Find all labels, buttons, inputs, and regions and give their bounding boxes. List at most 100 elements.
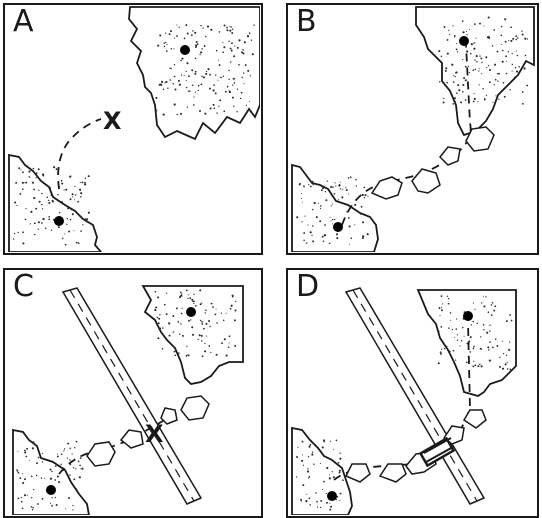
stipple-dot bbox=[176, 113, 179, 116]
stipple-dot bbox=[483, 305, 486, 308]
stipple-dot bbox=[78, 476, 81, 479]
stipple-dot bbox=[178, 83, 181, 86]
stipple-dot bbox=[71, 213, 74, 216]
stipple-dot bbox=[227, 346, 230, 349]
stipple-dot bbox=[36, 176, 38, 178]
stipple-dot bbox=[197, 89, 199, 92]
stipple-dot bbox=[363, 197, 366, 199]
stipple-dot bbox=[455, 48, 458, 51]
stipple-dot bbox=[49, 187, 52, 190]
stipple-dot bbox=[162, 327, 164, 329]
stipple-dot bbox=[35, 177, 37, 179]
stipple-dot bbox=[172, 315, 175, 318]
stipple-dot bbox=[41, 192, 43, 195]
stipple-dot bbox=[72, 484, 74, 487]
stipple-dot bbox=[170, 47, 173, 50]
stipple-dot bbox=[364, 194, 367, 197]
stipple-dot bbox=[12, 238, 15, 240]
stipple-dot bbox=[25, 181, 28, 184]
stipple-dot bbox=[514, 66, 517, 69]
stipple-dot bbox=[232, 84, 234, 86]
stipple-dot bbox=[337, 461, 340, 464]
stipple-dot bbox=[200, 83, 203, 86]
stipple-dot bbox=[217, 59, 219, 61]
stipple-dot bbox=[41, 203, 43, 206]
stipple-dot bbox=[214, 313, 217, 316]
stipple-dot bbox=[37, 168, 40, 171]
stipple-dot bbox=[206, 335, 208, 337]
stipple-dot bbox=[21, 507, 24, 510]
stipple-dot bbox=[168, 334, 171, 337]
stipple-dot bbox=[506, 72, 508, 75]
stipple-dot bbox=[229, 47, 232, 50]
stipple-dot bbox=[523, 67, 526, 70]
stipple-dot bbox=[475, 55, 478, 58]
stipple-dot bbox=[309, 231, 312, 234]
stipple-dot bbox=[328, 474, 330, 476]
stipple-dot bbox=[177, 321, 180, 323]
stipple-dot bbox=[159, 314, 161, 316]
stipple-dot bbox=[494, 78, 497, 81]
stipple-dot bbox=[190, 34, 193, 37]
stipple-dot bbox=[28, 170, 31, 173]
stipple-dot bbox=[479, 55, 481, 57]
stipple-dot bbox=[157, 337, 160, 340]
stipple-dot bbox=[323, 480, 325, 483]
stipple-dot bbox=[63, 450, 65, 452]
stipple-dot bbox=[510, 319, 513, 322]
stipple-dot bbox=[186, 62, 189, 65]
stipple-dot bbox=[163, 303, 166, 306]
stipple-dot bbox=[181, 307, 183, 309]
stipple-dot bbox=[55, 504, 58, 506]
stipple-dot bbox=[456, 92, 458, 94]
stipple-dot bbox=[303, 239, 305, 242]
stipple-dot bbox=[231, 96, 234, 99]
stipple-dot bbox=[510, 39, 513, 42]
stipple-dot bbox=[516, 54, 519, 57]
stipple-dot bbox=[228, 78, 230, 81]
stipple-dot bbox=[50, 194, 53, 197]
stipple-dot bbox=[329, 440, 332, 442]
stipple-dot bbox=[17, 231, 19, 234]
stipple-dot bbox=[438, 50, 441, 53]
stipple-dot bbox=[304, 215, 306, 217]
stipple-dot bbox=[447, 297, 450, 300]
stipple-dot bbox=[242, 52, 245, 55]
stipple-dot bbox=[54, 465, 57, 468]
stipple-dot bbox=[496, 344, 499, 347]
stipple-dot bbox=[509, 368, 512, 371]
stipple-dot bbox=[180, 323, 182, 325]
stipple-dot bbox=[330, 505, 333, 508]
stipple-dot bbox=[452, 103, 455, 105]
stipple-dot bbox=[229, 61, 232, 63]
stipple-dot bbox=[54, 479, 57, 481]
stipple-dot bbox=[197, 84, 200, 87]
stipple-dot bbox=[306, 493, 308, 495]
stipple-dot bbox=[443, 25, 446, 28]
stipple-dot bbox=[498, 72, 500, 75]
stipple-dot bbox=[80, 468, 82, 470]
stipple-dot bbox=[495, 95, 497, 97]
stipple-dot bbox=[501, 340, 504, 342]
stipple-dot bbox=[191, 84, 194, 86]
stipple-dot bbox=[189, 297, 192, 299]
stipple-dot bbox=[218, 105, 220, 107]
stipple-dot bbox=[301, 201, 303, 203]
stipple-dot bbox=[21, 181, 24, 184]
stipple-dot bbox=[179, 296, 181, 299]
stipple-dot bbox=[491, 302, 494, 304]
stipple-dot bbox=[48, 218, 51, 221]
stipple-dot bbox=[345, 189, 348, 192]
stipple-dot bbox=[191, 326, 194, 329]
stipple-dot bbox=[17, 497, 20, 500]
stepping-stone bbox=[160, 407, 178, 425]
stipple-dot bbox=[199, 110, 201, 112]
stipple-dot bbox=[307, 456, 310, 458]
stipple-dot bbox=[234, 344, 237, 347]
stipple-dot bbox=[506, 362, 508, 364]
stipple-dot bbox=[441, 307, 443, 309]
stipple-dot bbox=[205, 322, 208, 325]
stipple-dot bbox=[323, 440, 325, 443]
stipple-dot bbox=[233, 82, 236, 84]
stipple-dot bbox=[449, 91, 452, 94]
